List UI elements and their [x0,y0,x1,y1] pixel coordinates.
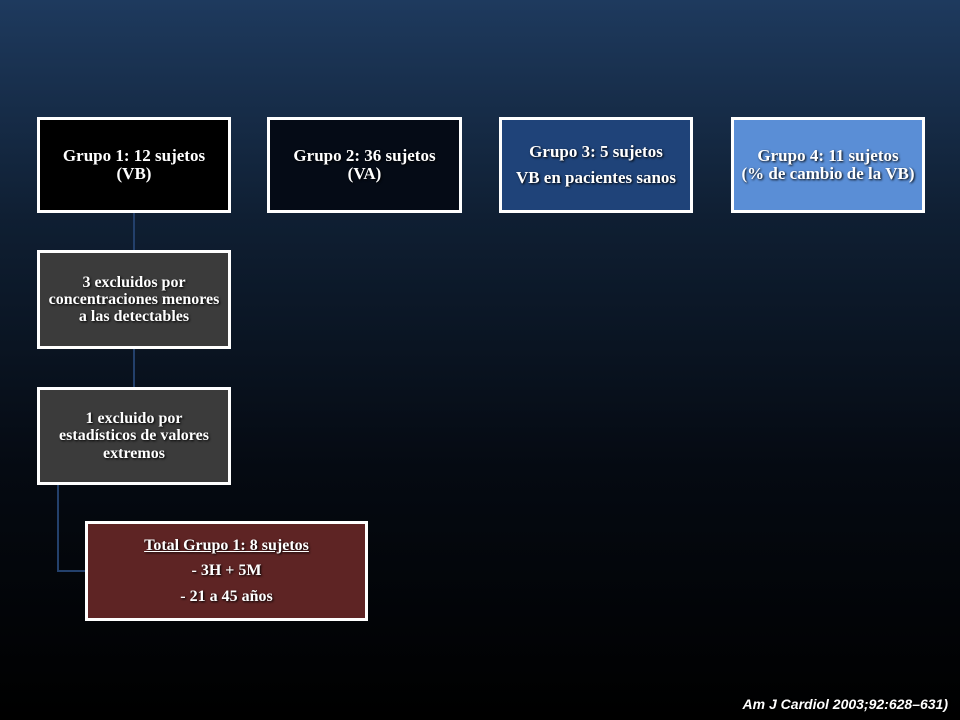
group-3-subtitle: VB en pacientes sanos [515,168,677,187]
total-sex-breakdown: - 3H + 5M [191,562,262,580]
group-1-subtitle: (VB) [116,164,152,183]
group-4-subtitle: (% de cambio de la VB) [741,164,915,183]
total-title: Total Grupo 1: 8 sujetos [144,537,309,555]
group-2-subtitle: (VA) [347,164,382,183]
group-2-box: Grupo 2: 36 sujetos (VA) [267,117,462,213]
group-3-box: Grupo 3: 5 sujetos VB en pacientes sanos [499,117,693,213]
citation: Am J Cardiol 2003;92:628–631) [742,696,948,712]
total-age-range: - 21 a 45 años [180,587,273,605]
connector-exclusion2-to-total [57,485,85,572]
group-1-box: Grupo 1: 12 sujetos (VB) [37,117,231,213]
group-3-title: Grupo 3: 5 sujetos [529,141,663,161]
group-4-box: Grupo 4: 11 sujetos (% de cambio de la V… [731,117,925,213]
exclusion-2-text: 1 excluido por estadísticos de valores e… [59,410,209,462]
group-2-title: Grupo 2: 36 sujetos [293,145,436,165]
exclusion-2-box: 1 excluido por estadísticos de valores e… [37,387,231,485]
exclusion-1-text: 3 excluidos por concentraciones menores … [48,273,220,326]
group-1-title: Grupo 1: 12 sujetos [62,145,206,165]
exclusion-1-box: 3 excluidos por concentraciones menores … [37,250,231,349]
total-group-1-box: Total Grupo 1: 8 sujetos - 3H + 5M - 21 … [85,521,368,621]
group-4-title: Grupo 4: 11 sujetos [757,145,899,165]
